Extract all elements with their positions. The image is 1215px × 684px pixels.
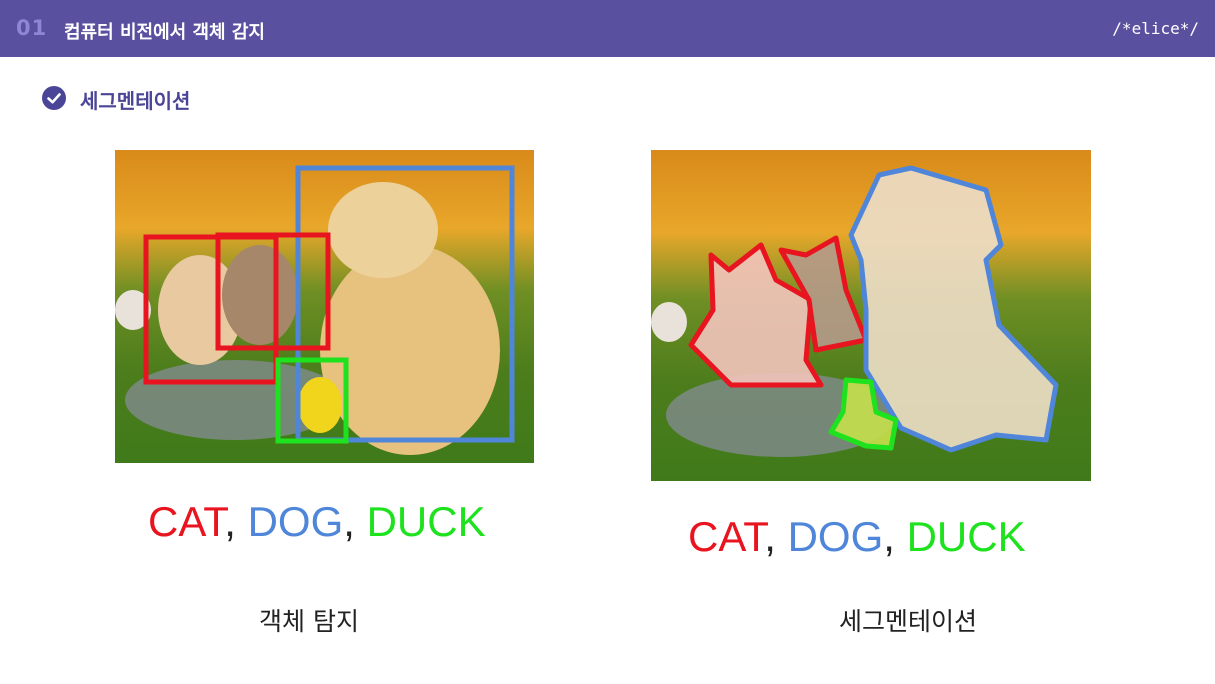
separator: , xyxy=(224,498,248,545)
segmentation-classes: CAT, DOG, DUCK xyxy=(688,513,1026,561)
cat-left xyxy=(158,255,242,365)
duck-box xyxy=(275,357,349,444)
dog-head xyxy=(328,182,438,278)
dog-mask xyxy=(848,165,1059,453)
class-cat: CAT xyxy=(688,513,765,560)
separator: , xyxy=(764,513,788,560)
class-dog: DOG xyxy=(247,498,344,545)
cat-right xyxy=(222,245,298,345)
class-dog: DOG xyxy=(787,513,884,560)
cat-mask xyxy=(688,242,824,388)
cat-box-1 xyxy=(143,234,279,385)
dog-box xyxy=(295,165,515,443)
separator: , xyxy=(343,498,367,545)
duck-mask xyxy=(828,377,899,451)
ball xyxy=(651,302,687,342)
header-bar: 01 컴퓨터 비전에서 객체 감지 /*elice*/ xyxy=(0,0,1215,57)
class-cat: CAT xyxy=(148,498,225,545)
section-title: 세그멘테이션 xyxy=(80,89,191,113)
cat-mask-2 xyxy=(778,235,869,353)
duck xyxy=(298,377,342,433)
class-duck: DUCK xyxy=(366,498,486,545)
class-duck: DUCK xyxy=(906,513,1026,560)
separator: , xyxy=(883,513,907,560)
check-circle-icon xyxy=(42,86,66,110)
detection-classes: CAT, DOG, DUCK xyxy=(148,498,486,546)
brand-logo: /*elice*/ xyxy=(1112,19,1199,38)
dog-body xyxy=(320,245,500,455)
segmentation-image xyxy=(651,150,1091,481)
ball xyxy=(115,290,151,330)
detection-image xyxy=(115,150,534,463)
cat-box-2 xyxy=(215,232,331,351)
segmentation-caption: 세그멘테이션 xyxy=(838,607,977,636)
detection-caption: 객체 탐지 xyxy=(259,607,359,636)
section-number: 01 xyxy=(16,16,48,40)
header-title: 컴퓨터 비전에서 객체 감지 xyxy=(64,22,265,43)
